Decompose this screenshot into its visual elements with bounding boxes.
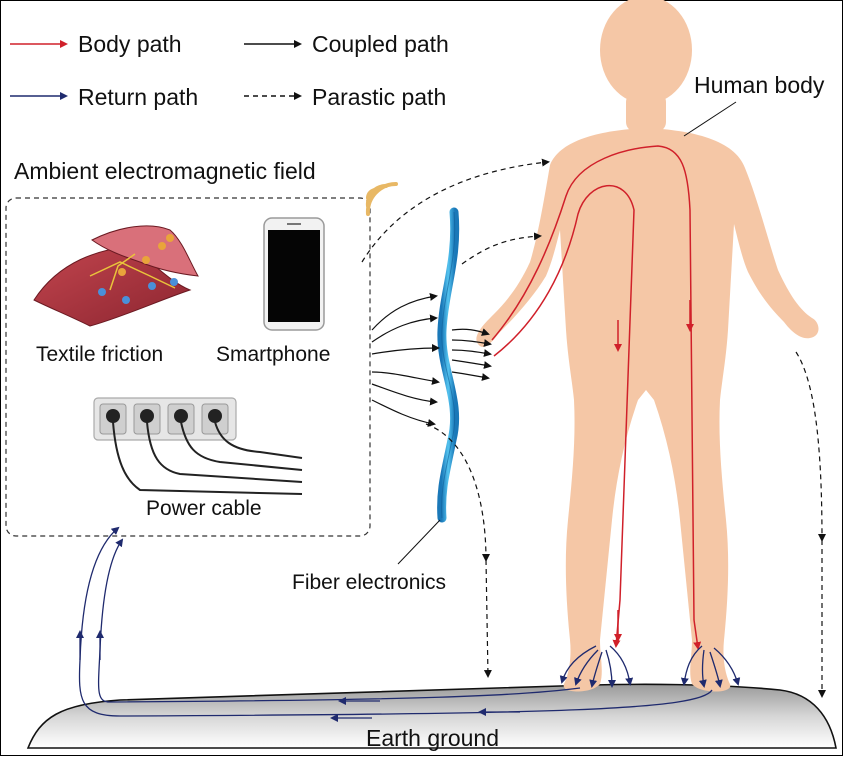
textile-fabric-icon	[33, 225, 199, 327]
legend-body-label: Body path	[78, 31, 182, 57]
human-body-leader	[683, 101, 737, 137]
earth-ground-shape	[26, 683, 837, 749]
textile-friction-label: Textile friction	[36, 343, 164, 366]
parasitic-path-group	[361, 158, 826, 698]
feet-return-arrows	[559, 645, 741, 688]
power-cable-wires	[112, 421, 303, 495]
human-body-figure	[476, 0, 819, 692]
earth-ground-label: Earth ground	[366, 725, 499, 751]
coupled-path-group	[371, 292, 492, 427]
source-dashed-box	[5, 197, 371, 537]
ambient-field-label: Ambient electromagnetic field	[14, 158, 316, 184]
body-path-group	[491, 145, 702, 650]
power-cable-label: Power cable	[146, 497, 262, 520]
legend-parasitic-label: Parastic path	[312, 84, 447, 110]
legend-return-label: Return path	[78, 84, 199, 110]
smartphone-icon	[263, 217, 325, 331]
fiber-electronics-leader	[397, 519, 441, 565]
smartphone-label: Smartphone	[216, 343, 331, 366]
ground-return-path	[76, 526, 713, 722]
fiber-electronics-label: Fiber electronics	[292, 571, 447, 594]
power-strip-icon	[93, 397, 237, 441]
legend-coupled-label: Coupled path	[312, 31, 449, 57]
wifi-signal-icon	[365, 181, 398, 216]
human-body-label: Human body	[694, 72, 825, 98]
